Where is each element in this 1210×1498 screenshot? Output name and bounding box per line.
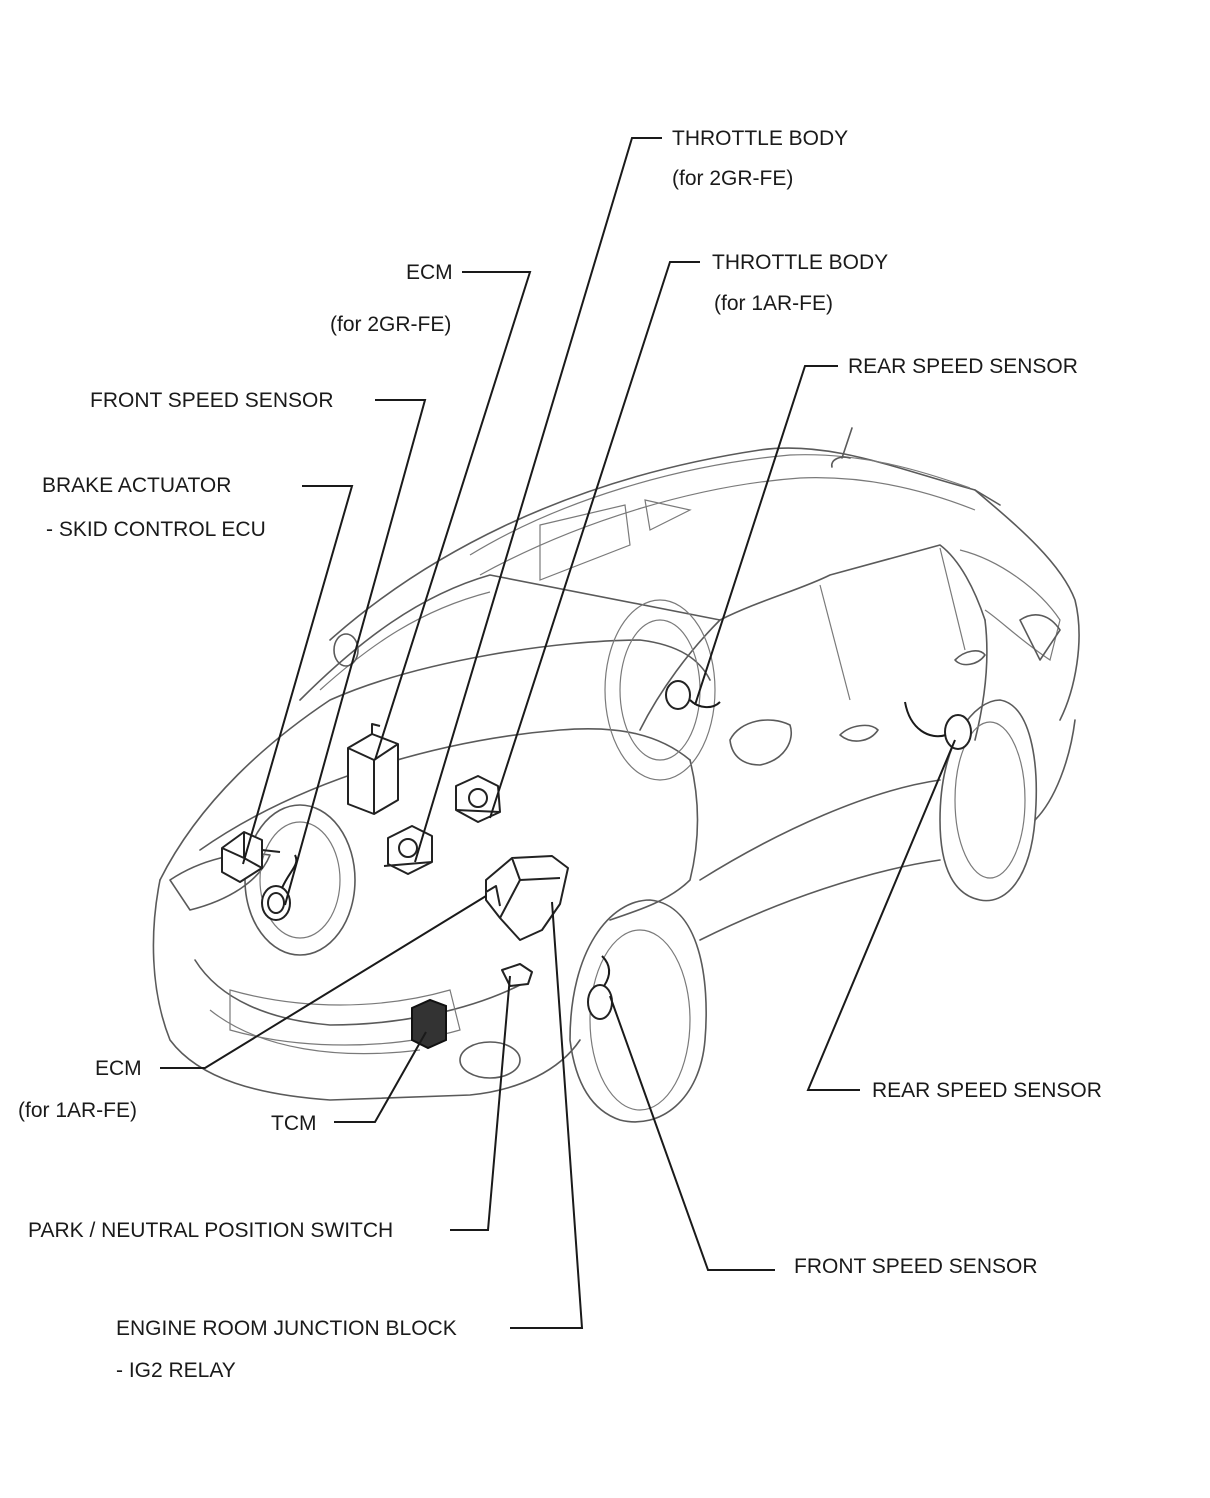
throttle-body-2gr-part: [455, 775, 501, 823]
car-body: [152, 427, 1080, 1123]
front-speed-sensor-right-part: [587, 955, 613, 1020]
rear-speed-sensor-left-part: [665, 680, 721, 710]
label-brake-actuator-sub: - SKID CONTROL ECU: [46, 518, 266, 541]
label-throttle-body-2gr-sub: (for 2GR-FE): [672, 167, 794, 190]
label-front-speed-sensor-top: FRONT SPEED SENSOR: [90, 389, 334, 412]
label-park-neutral-switch: PARK / NEUTRAL POSITION SWITCH: [28, 1219, 394, 1242]
label-ecm-2gr-sub: (for 2GR-FE): [330, 313, 452, 336]
label-front-speed-sensor-bottom: FRONT SPEED SENSOR: [794, 1255, 1038, 1278]
label-ecm-1ar-sub: (for 1AR-FE): [18, 1099, 138, 1122]
throttle-body-1ar-part: [383, 825, 433, 875]
tcm-part: [411, 998, 447, 1050]
engine-room-junction-block-part: [485, 855, 569, 941]
label-throttle-body-2gr: THROTTLE BODY: [672, 127, 849, 150]
rear-speed-sensor-right-part: [904, 701, 972, 750]
label-brake-actuator: BRAKE ACTUATOR: [42, 474, 232, 497]
label-throttle-body-1ar-sub: (for 1AR-FE): [714, 292, 834, 315]
label-rear-speed-sensor-bottom: REAR SPEED SENSOR: [872, 1079, 1102, 1102]
label-ecm-2gr: ECM: [406, 261, 453, 284]
brake-actuator-part: [221, 831, 281, 883]
leader-lines: [160, 137, 956, 1329]
label-ecm-1ar: ECM: [95, 1057, 142, 1080]
label-throttle-body-1ar: THROTTLE BODY: [712, 251, 889, 274]
label-rear-speed-sensor-top: REAR SPEED SENSOR: [848, 355, 1078, 378]
label-engine-room-junction-block-sub: - IG2 RELAY: [116, 1359, 236, 1382]
park-neutral-switch-part: [501, 963, 533, 987]
ecm-2gr-part: [347, 723, 399, 815]
label-tcm: TCM: [271, 1112, 317, 1135]
label-engine-room-junction-block: ENGINE ROOM JUNCTION BLOCK: [116, 1317, 457, 1340]
front-speed-sensor-left-part: [261, 854, 298, 921]
